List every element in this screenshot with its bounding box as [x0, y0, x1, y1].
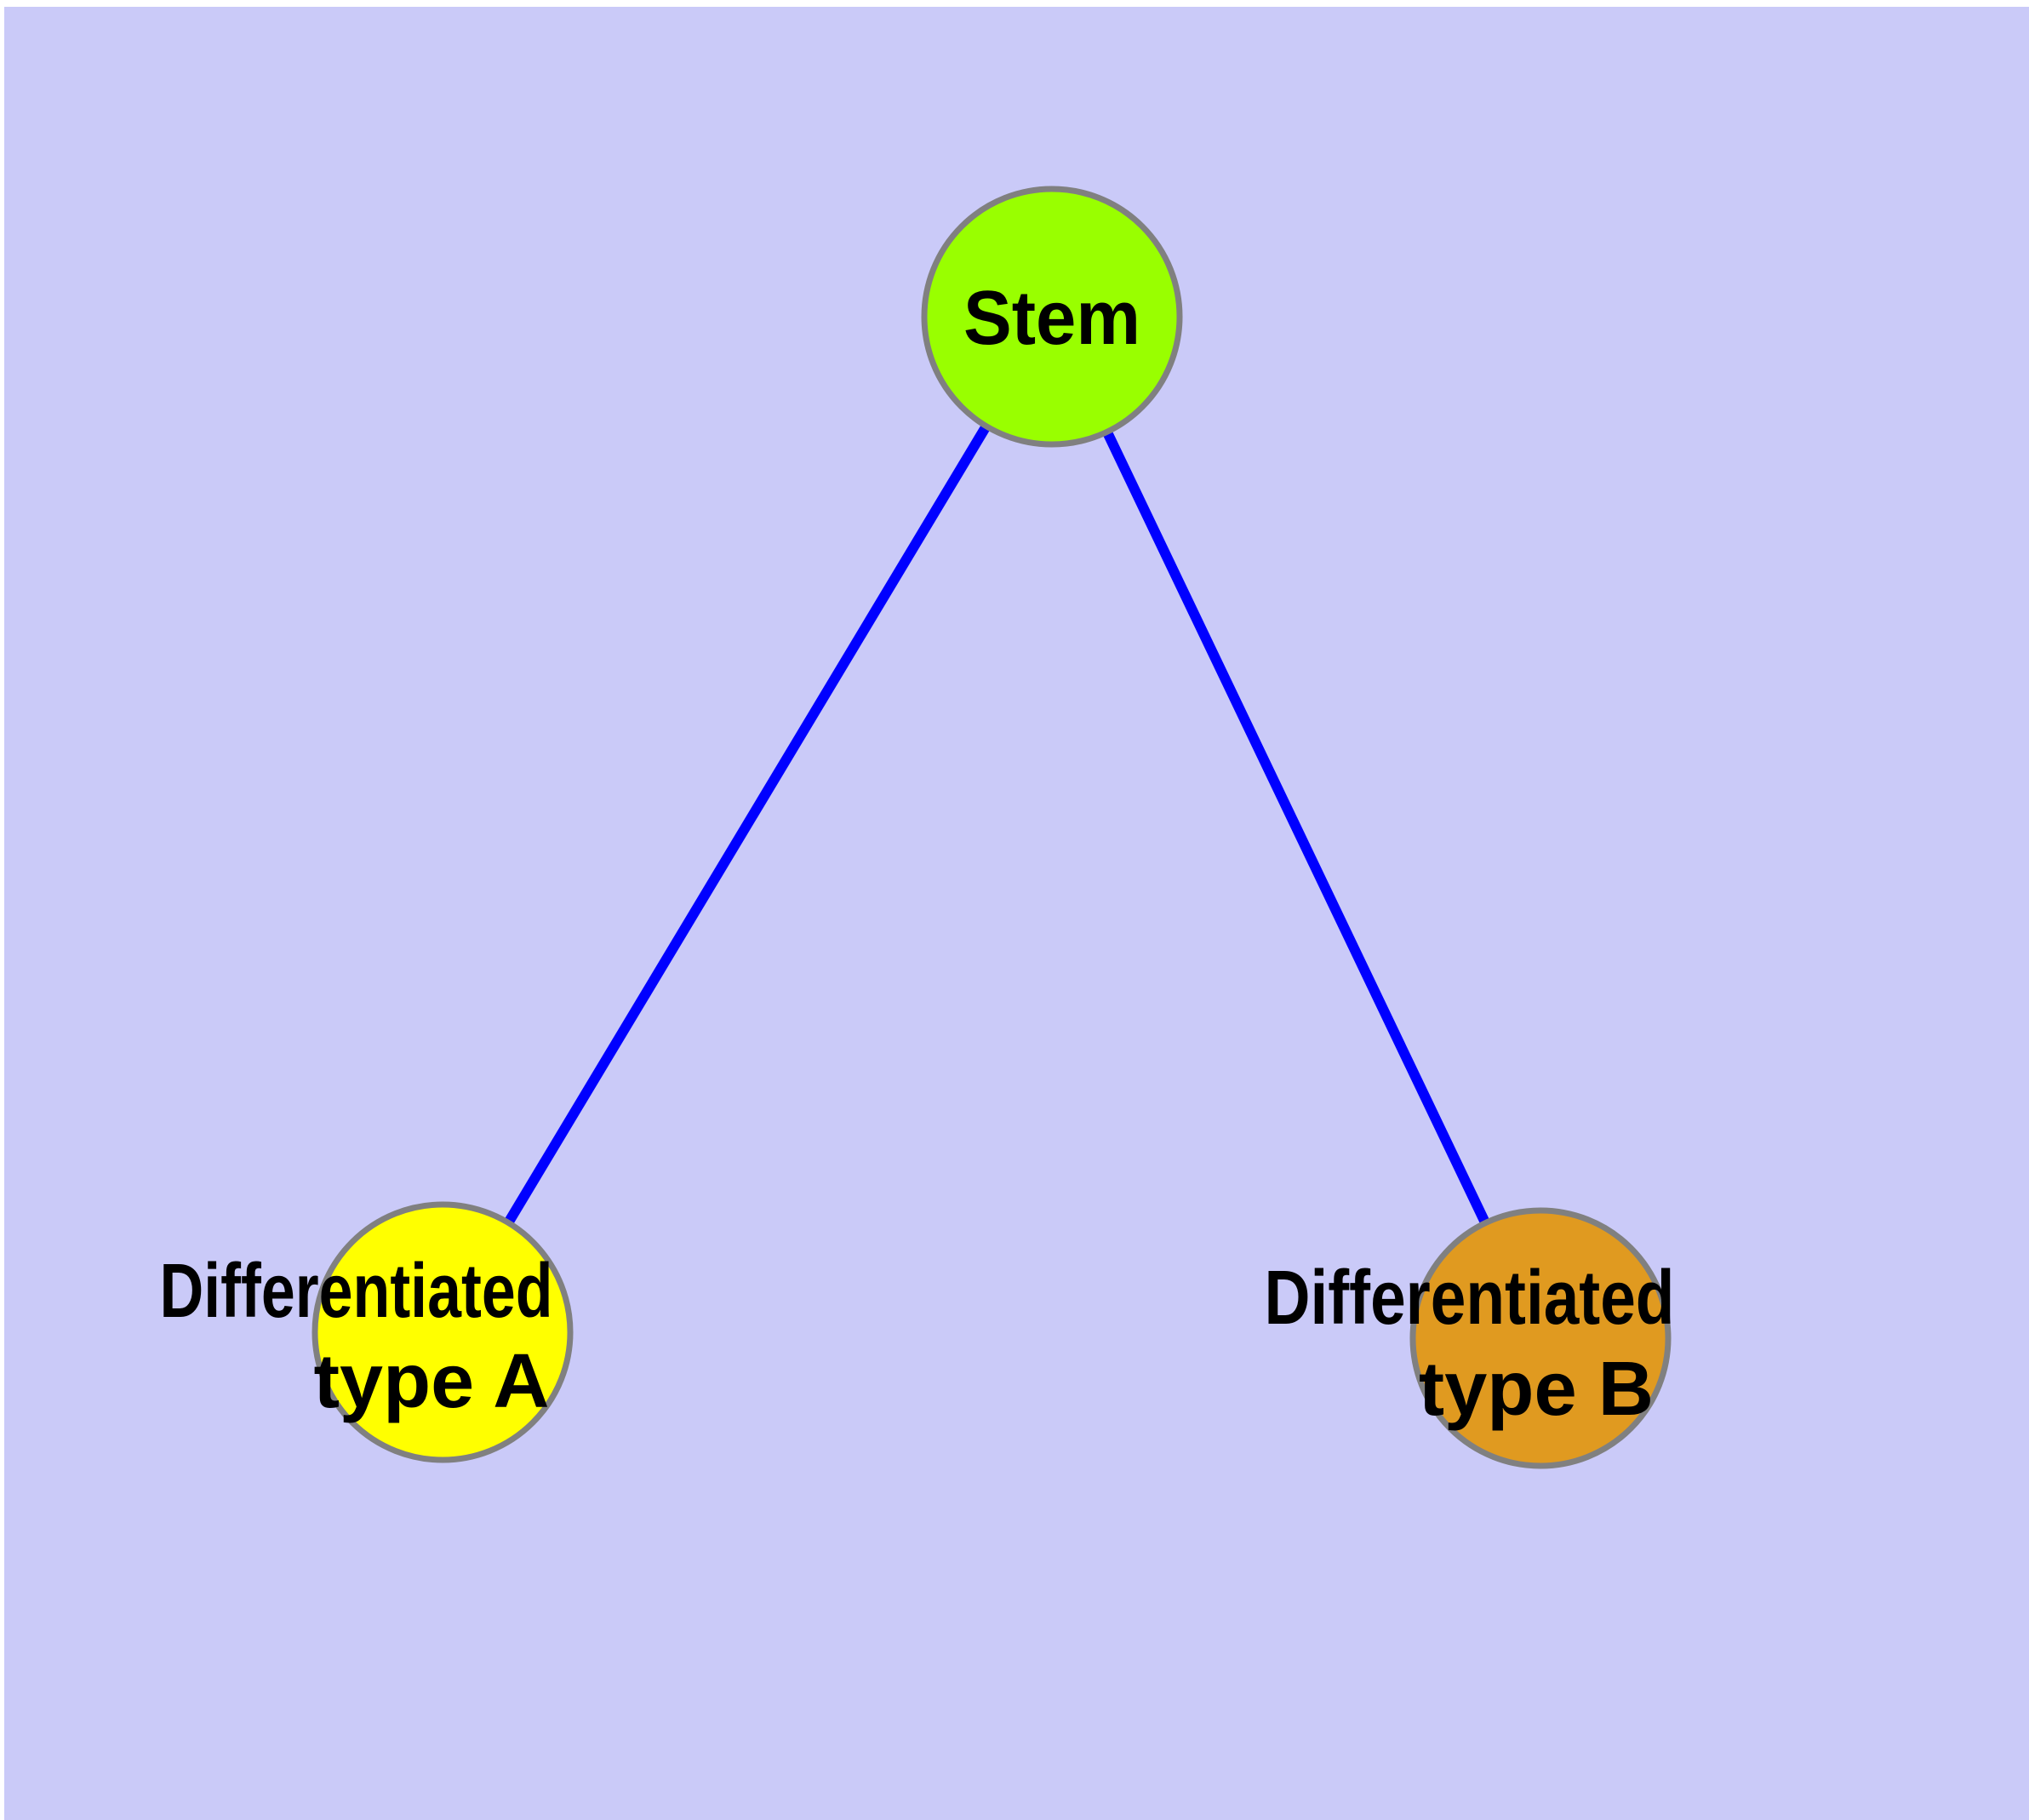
node-type-b-circle [1409, 1207, 1672, 1469]
node-type-b-label: Differentiated type B [1264, 1256, 1695, 1432]
edge-stem-to-type-a [437, 313, 1057, 1336]
node-type-a-label-line1: Differentiated [159, 1249, 552, 1334]
node-stem-circle [921, 186, 1183, 448]
node-type-b-label-line2: type B [1419, 1347, 1654, 1432]
node-type-a-label: Differentiated type A [159, 1249, 574, 1424]
edge-stem-to-type-b [1047, 314, 1546, 1341]
node-stem-label: Stem [963, 276, 1140, 361]
node-type-a-circle [311, 1201, 574, 1463]
node-type-b-label-line1: Differentiated [1264, 1256, 1674, 1341]
node-type-a-label-line2: type A [314, 1339, 550, 1424]
